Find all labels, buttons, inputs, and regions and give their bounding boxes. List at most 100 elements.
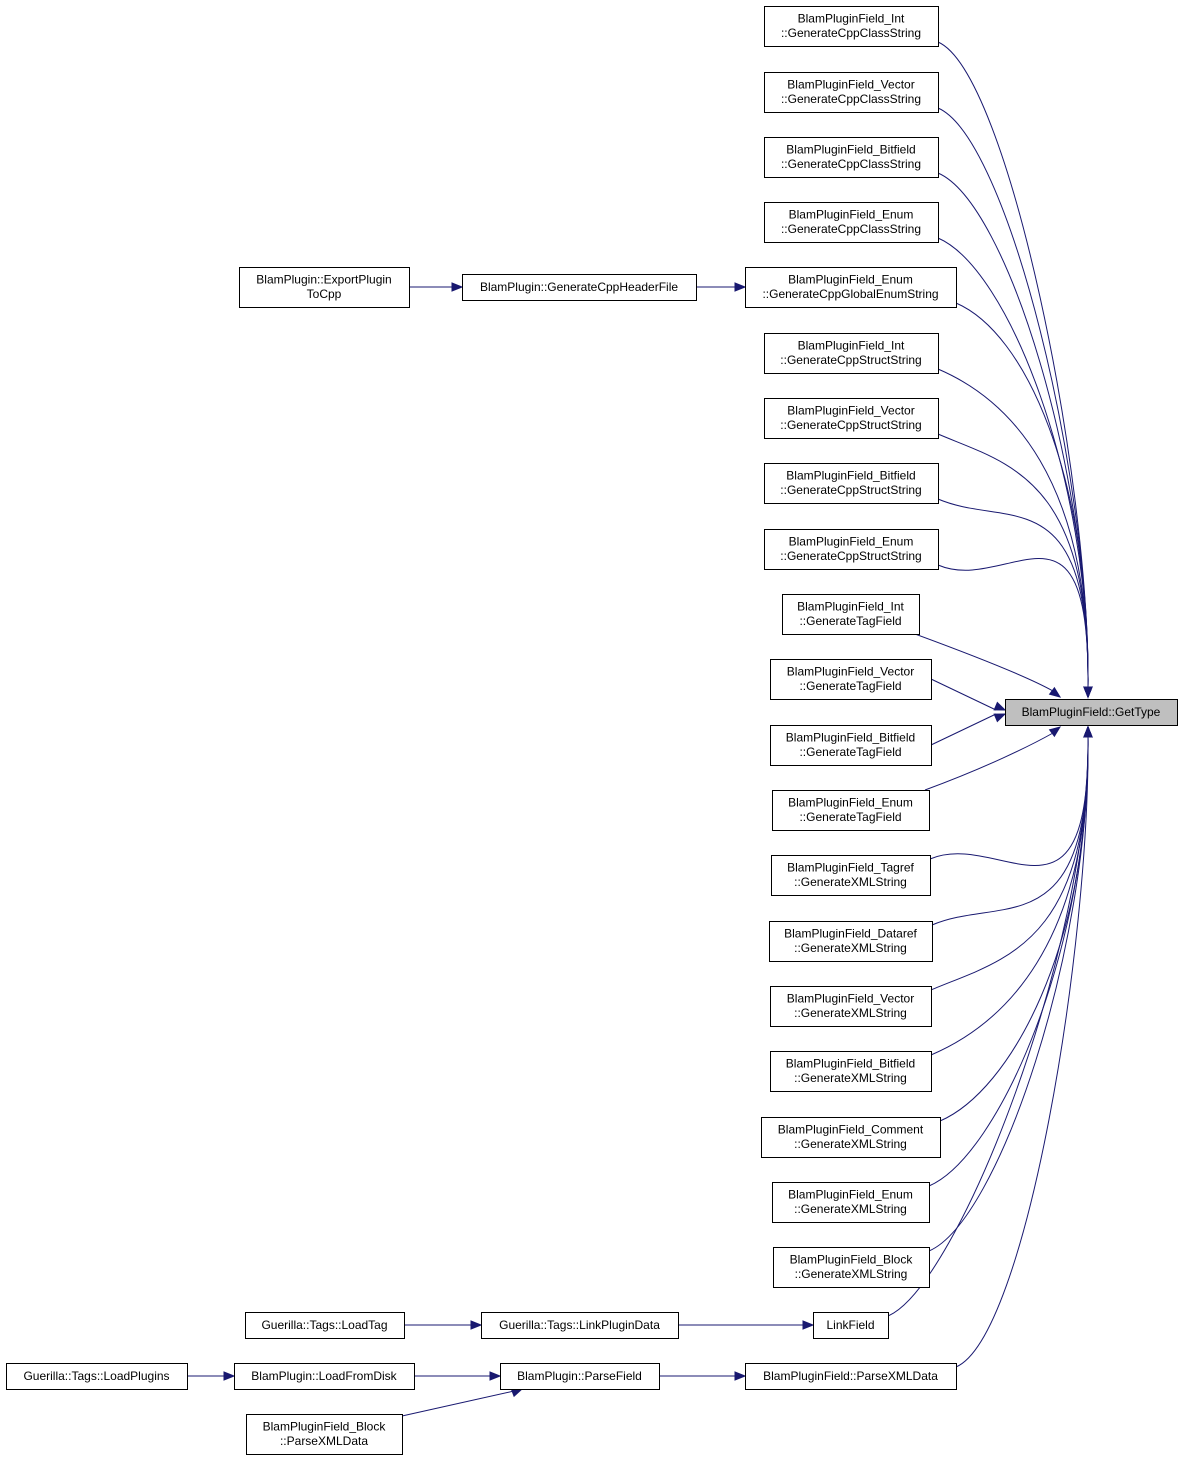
edge-parsexml-to-gettype (955, 725, 1093, 1368)
node-box (770, 725, 932, 766)
edges-layer (187, 41, 1093, 1417)
node-box (462, 274, 697, 301)
edge-line (955, 302, 1089, 688)
node-bit-tag[interactable]: BlamPluginField_Bitfield::GenerateTagFie… (770, 725, 932, 766)
node-label: BlamPluginField_Enum (789, 208, 914, 222)
node-label: ::GenerateCppClassString (781, 222, 921, 236)
node-vec-str[interactable]: BlamPluginField_Vector::GenerateCppStruc… (764, 398, 939, 439)
edge-comment-xml-to-gettype (939, 725, 1093, 1122)
node-box (6, 1363, 188, 1390)
node-bit-cls[interactable]: BlamPluginField_Bitfield::GenerateCppCla… (764, 137, 939, 178)
edge-vec-tag-to-gettype (930, 678, 1007, 711)
edge-line (930, 736, 1089, 1056)
edge-tagref-xml-to-gettype (929, 725, 1093, 866)
node-loadtag[interactable]: Guerilla::Tags::LoadTag (245, 1312, 405, 1339)
node-label: BlamPluginField_Tagref (787, 861, 914, 875)
node-label: ::GenerateTagField (799, 679, 901, 693)
node-loadplugins[interactable]: Guerilla::Tags::LoadPlugins (6, 1363, 188, 1390)
node-int-cls[interactable]: BlamPluginField_Int::GenerateCppClassStr… (764, 6, 939, 47)
node-int-tag[interactable]: BlamPluginField_Int::GenerateTagField (782, 594, 920, 635)
node-label: BlamPlugin::ExportPlugin (256, 273, 391, 287)
node-enum-tag[interactable]: BlamPluginField_Enum::GenerateTagField (772, 790, 930, 831)
node-loaddisk[interactable]: BlamPlugin::LoadFromDisk (234, 1363, 415, 1390)
arrowhead-icon (1048, 686, 1062, 698)
node-int-str[interactable]: BlamPluginField_Int::GenerateCppStructSt… (764, 333, 939, 374)
edge-line (937, 368, 1089, 688)
node-block-xml[interactable]: BlamPluginField_Block::GenerateXMLString (773, 1247, 930, 1288)
edge-int-str-to-gettype (937, 368, 1093, 699)
node-gettype[interactable]: BlamPluginField::GetType (1005, 699, 1178, 726)
node-label: BlamPluginField_Block (790, 1253, 914, 1267)
node-dataref-xml[interactable]: BlamPluginField_Dataref::GenerateXMLStri… (769, 921, 933, 962)
edge-vec-xml-to-gettype (930, 725, 1093, 991)
edge-line (937, 498, 1089, 688)
node-label: ::GenerateCppStructString (780, 549, 921, 563)
node-enum-xml[interactable]: BlamPluginField_Enum::GenerateXMLString (772, 1182, 930, 1223)
node-label: BlamPluginField_Comment (778, 1123, 924, 1137)
node-bit-xml[interactable]: BlamPluginField_Bitfield::GenerateXMLStr… (770, 1051, 932, 1092)
node-label: ::GenerateTagField (799, 614, 901, 628)
arrowhead-icon (489, 1371, 502, 1381)
nodes-layer: BlamPluginField::GetTypeBlamPluginField_… (6, 6, 1178, 1455)
node-label: ::GenerateCppStructString (780, 353, 921, 367)
node-label: BlamPluginField_Vector (787, 992, 914, 1006)
edge-block-xml-to-gettype (928, 725, 1093, 1252)
edge-line (914, 633, 1054, 692)
node-box (500, 1363, 660, 1390)
node-comment-xml[interactable]: BlamPluginField_Comment::GenerateXMLStri… (761, 1117, 941, 1158)
edge-line (931, 736, 1089, 926)
node-box (764, 529, 939, 570)
node-label: BlamPluginField::ParseXMLData (763, 1369, 938, 1383)
edge-parsefield-to-parsexml (659, 1371, 747, 1381)
arrowhead-icon (993, 701, 1007, 711)
node-label: ::GenerateCppClassString (781, 157, 921, 171)
edge-enum-str-to-gettype (937, 558, 1093, 699)
node-box (764, 202, 939, 243)
node-label: ::GenerateXMLString (795, 1267, 908, 1281)
node-label: ::GenerateXMLString (794, 1137, 907, 1151)
node-label: BlamPluginField_Int (797, 600, 904, 614)
node-vec-xml[interactable]: BlamPluginField_Vector::GenerateXMLStrin… (770, 986, 932, 1027)
node-box (772, 1182, 930, 1223)
node-label: Guerilla::Tags::LoadPlugins (23, 1369, 169, 1383)
edge-enum-xml-to-gettype (928, 725, 1093, 1187)
edge-block-parse-to-parsefield (401, 1388, 524, 1417)
node-label: ::GenerateCppClassString (781, 26, 921, 40)
node-box (234, 1363, 415, 1390)
node-label: BlamPluginField_Bitfield (786, 469, 915, 483)
node-linkplugin[interactable]: Guerilla::Tags::LinkPluginData (481, 1312, 679, 1339)
arrowhead-icon (1083, 686, 1093, 699)
node-vec-tag[interactable]: BlamPluginField_Vector::GenerateTagField (770, 659, 932, 700)
node-enum-str[interactable]: BlamPluginField_Enum::GenerateCppStructS… (764, 529, 939, 570)
edge-export-to-header (409, 282, 464, 292)
node-label: ::GenerateCppStructString (780, 483, 921, 497)
node-box (764, 72, 939, 113)
node-tagref-xml[interactable]: BlamPluginField_Tagref::GenerateXMLStrin… (771, 855, 931, 896)
node-box (764, 398, 939, 439)
edge-line (937, 558, 1089, 688)
node-box (761, 1117, 941, 1158)
node-linkfield[interactable]: LinkField (813, 1312, 889, 1339)
arrowhead-icon (1048, 726, 1062, 738)
node-label: LinkField (826, 1318, 874, 1332)
node-label: BlamPlugin::LoadFromDisk (251, 1369, 397, 1383)
edge-line (937, 107, 1089, 688)
node-enum-glob[interactable]: BlamPluginField_Enum::GenerateCppGlobalE… (745, 267, 957, 308)
node-enum-cls[interactable]: BlamPluginField_Enum::GenerateCppClassSt… (764, 202, 939, 243)
arrowhead-icon (802, 1320, 815, 1330)
edge-bit-tag-to-gettype (930, 713, 1007, 746)
node-block-parse[interactable]: BlamPluginField_Block::ParseXMLData (246, 1414, 403, 1455)
edge-bit-cls-to-gettype (937, 172, 1093, 699)
node-box (813, 1312, 889, 1339)
arrowhead-icon (470, 1320, 483, 1330)
node-parsexml[interactable]: BlamPluginField::ParseXMLData (745, 1363, 957, 1390)
node-box (245, 1312, 405, 1339)
node-box (772, 790, 930, 831)
node-header[interactable]: BlamPlugin::GenerateCppHeaderFile (462, 274, 697, 301)
node-parsefield[interactable]: BlamPlugin::ParseField (500, 1363, 660, 1390)
node-vec-cls[interactable]: BlamPluginField_Vector::GenerateCppClass… (764, 72, 939, 113)
node-bit-str[interactable]: BlamPluginField_Bitfield::GenerateCppStr… (764, 463, 939, 504)
node-label: Guerilla::Tags::LinkPluginData (499, 1318, 660, 1332)
